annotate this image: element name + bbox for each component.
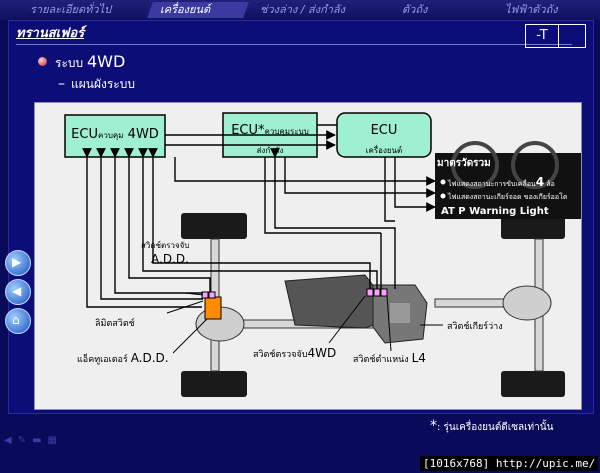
combination-meter-panel — [435, 141, 581, 219]
rear-left-wheel — [181, 371, 247, 397]
model-code-box-empty — [558, 24, 586, 48]
transmission-transfer-unit — [284, 274, 428, 344]
section-bullet-icon — [38, 57, 47, 66]
4wd-detect-switch-label: สวิตช์ตรวจจับ4WD — [253, 346, 337, 360]
actuator-label: แอ็คทูเอเตอร์ A.D.D. — [77, 351, 169, 365]
tab-chassis-drivetrain[interactable]: ช่วงล่าง / ส่งกำลัง — [260, 3, 346, 16]
tab-body-electrical[interactable]: ไฟฟ้าตัวถัง — [505, 3, 558, 16]
add-detect-switch-label: สวิตช์ตรวจจับ A.D.D. — [141, 241, 190, 266]
grid-icon[interactable]: ▦ — [47, 435, 63, 446]
dash-icon: – — [58, 76, 65, 92]
menu-icon[interactable]: ▬ — [32, 435, 48, 446]
meter-item-park: ไฟแสดงสถานะเกียร์จอด ของเกียร์ออโต — [448, 193, 568, 201]
front-right-wheel — [501, 213, 565, 239]
arrow-right-icon: ▶ — [12, 255, 22, 269]
diagram-drawing — [64, 112, 581, 397]
front-left-wheel — [181, 213, 247, 239]
model-code-box: -T — [525, 24, 559, 48]
rear-differential — [502, 285, 552, 321]
header-divider — [16, 44, 572, 45]
tab-general-info[interactable]: รายละเอียดทั่วไป — [30, 3, 112, 16]
next-page-button[interactable]: ▶ — [5, 250, 31, 276]
watermark: [1016x768] http://upic.me/ — [420, 456, 599, 471]
ecu-engine-label: ECU เครื่องยนต์ — [365, 123, 403, 155]
l4-position-switch-label: สวิตช์ตำแหน่ง L4 — [353, 351, 426, 365]
meter-bottom-label: AT P Warning Light — [441, 206, 549, 217]
meter-title: มาตรวัดรวม — [437, 158, 491, 169]
transfer-switches — [366, 288, 388, 297]
section-title: ระบบ 4WD — [55, 52, 125, 73]
ecu-transmission-label: ECU*ควบคุมระบบ ส่งกำลัง — [231, 123, 309, 155]
previous-page-button[interactable]: ◀ — [5, 279, 31, 305]
tab-body[interactable]: ตัวถัง — [402, 3, 428, 16]
neutral-switch-label: สวิตช์เกียร์ว่าง — [447, 322, 503, 332]
home-button[interactable]: ⌂ — [5, 308, 31, 334]
home-icon: ⌂ — [12, 313, 20, 327]
rear-right-wheel — [501, 371, 565, 397]
meter-item-4wd: ไฟแสดงสถานะการขับเคลื่อน4 ล้อ — [448, 175, 555, 189]
limit-switch-label: ลิมิตสวิตช์ — [95, 319, 135, 329]
callout-lines — [166, 292, 443, 354]
ecu-4wd-label: ECUควบคุม 4WD — [71, 127, 159, 142]
add-actuator — [201, 291, 222, 320]
page-title: ทรานสเฟอร์ — [16, 26, 85, 41]
ecu-engine-box — [336, 112, 432, 158]
bottom-toolbar: ◀✎▬▦ — [4, 435, 63, 446]
top-navigation-bar: รายละเอียดทั่วไป เครื่องยนต์ ช่วงล่าง / … — [0, 0, 600, 20]
signal-wires — [82, 124, 436, 308]
section-prefix: ระบบ — [55, 56, 84, 70]
arrow-left-icon: ◀ — [12, 284, 22, 298]
footnote: *: รุ่นเครื่องยนต์ดีเซลเท่านั้น — [430, 418, 554, 434]
section-system-name: 4WD — [86, 52, 126, 71]
section-subtitle: –แผนผังระบบ — [58, 76, 135, 92]
back-arrow-icon[interactable]: ◀ — [4, 435, 18, 446]
pen-icon[interactable]: ✎ — [17, 435, 33, 446]
tab-engine[interactable]: เครื่องยนต์ — [147, 2, 249, 18]
system-diagram: ECUควบคุม 4WD ECU*ควบคุมระบบ ส่งกำลัง EC… — [34, 102, 582, 410]
